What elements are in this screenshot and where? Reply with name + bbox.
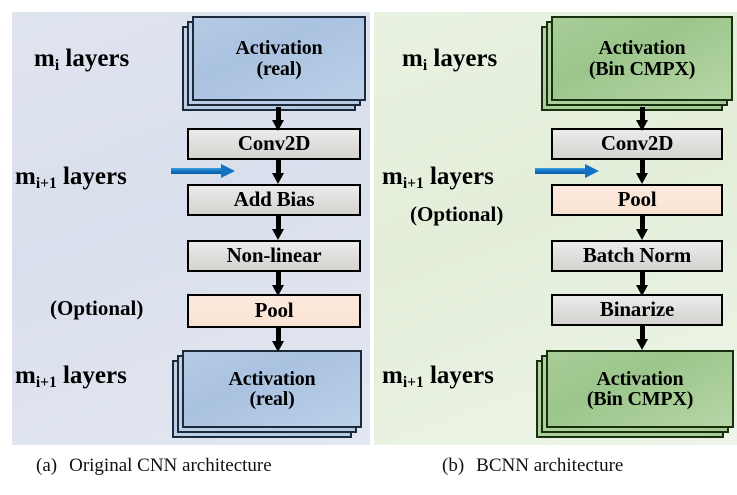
block-line2: (Bin CMPX) bbox=[588, 57, 696, 80]
arrow-nonlinear-to-pool-a bbox=[272, 272, 285, 296]
label-mi1-prefix: m bbox=[15, 163, 36, 190]
label-mi1-sub: i+1 bbox=[35, 175, 57, 193]
arrow-addbias-to-nonlinear-a bbox=[272, 216, 285, 240]
arrow-binarize-to-activation-b bbox=[636, 326, 649, 350]
label-mi-sub: i bbox=[54, 57, 60, 75]
block-label: Conv2D bbox=[237, 131, 311, 156]
block-line2: (real) bbox=[249, 388, 295, 410]
block-line2: (real) bbox=[256, 57, 302, 80]
block-label: Non-linear bbox=[226, 243, 322, 268]
block-non-linear-a[interactable]: Non-linear bbox=[187, 240, 361, 272]
label-mi1-prefix: m bbox=[382, 362, 403, 389]
arrow-pool-to-activation-a bbox=[272, 328, 285, 352]
label-mi1-suffix: layers bbox=[56, 362, 127, 389]
panel-cnn-architecture: mi layers mi+1 layers (Optional) mi+1 la… bbox=[12, 12, 370, 445]
block-activation-bin-top-b[interactable]: Activation (Bin CMPX) bbox=[551, 16, 733, 101]
caption-text: Original CNN architecture bbox=[69, 455, 272, 476]
block-activation-real-top-a[interactable]: Activation (real) bbox=[192, 16, 366, 101]
block-line1: Activation bbox=[598, 37, 686, 60]
arrow-activation-to-conv2d-b bbox=[636, 107, 649, 131]
label-mi1-layers-bottom-a: mi+1 layers bbox=[15, 362, 127, 392]
block-line1: Activation bbox=[596, 367, 684, 390]
label-mi1-suffix: layers bbox=[423, 362, 494, 389]
block-label: Pool bbox=[617, 187, 657, 212]
block-conv2d-b[interactable]: Conv2D bbox=[551, 128, 723, 160]
block-conv2d-a[interactable]: Conv2D bbox=[187, 128, 361, 160]
block-label: Conv2D bbox=[600, 131, 674, 156]
label-mi1-sub: i+1 bbox=[402, 175, 424, 193]
label-mi-layers-top-b: mi layers bbox=[402, 45, 498, 75]
arrow-mi1-pointer-b bbox=[535, 164, 600, 178]
caption-panel-a: (a) Original CNN architecture bbox=[36, 455, 272, 477]
block-activation-bin-bottom-b[interactable]: Activation (Bin CMPX) bbox=[546, 350, 734, 428]
block-add-bias-a[interactable]: Add Bias bbox=[187, 184, 361, 216]
block-label: Binarize bbox=[599, 297, 675, 322]
arrow-pool-to-batchnorm-b bbox=[636, 216, 649, 240]
block-line1: Activation bbox=[235, 37, 323, 60]
label-mi1-layers-bottom-b: mi+1 layers bbox=[382, 362, 494, 392]
block-line2: (Bin CMPX) bbox=[586, 388, 694, 410]
label-mi1-suffix: layers bbox=[423, 163, 494, 190]
block-binarize-b[interactable]: Binarize bbox=[551, 294, 723, 326]
label-mi1-sub: i+1 bbox=[35, 374, 57, 392]
arrow-conv2d-to-addbias-a bbox=[272, 160, 285, 184]
label-mi-prefix: m bbox=[402, 45, 423, 72]
block-label: Add Bias bbox=[233, 187, 315, 212]
block-pool-a[interactable]: Pool bbox=[187, 294, 361, 328]
label-mi-prefix: m bbox=[34, 45, 55, 72]
block-label: Pool bbox=[254, 298, 294, 323]
label-mi1-prefix: m bbox=[382, 163, 403, 190]
label-mi1-prefix: m bbox=[15, 362, 36, 389]
arrow-conv2d-to-pool-b bbox=[636, 160, 649, 184]
label-mi-suffix: layers bbox=[59, 45, 130, 72]
caption-panel-b: (b) BCNN architecture bbox=[442, 455, 623, 477]
label-mi1-layers-mid-a: mi+1 layers bbox=[15, 163, 127, 193]
label-mi-layers-top-a: mi layers bbox=[34, 45, 130, 75]
block-pool-b[interactable]: Pool bbox=[551, 184, 723, 216]
block-label: Batch Norm bbox=[582, 243, 692, 268]
caption-text: BCNN architecture bbox=[476, 455, 624, 476]
arrow-batchnorm-to-binarize-b bbox=[636, 272, 649, 296]
label-mi1-sub: i+1 bbox=[402, 374, 424, 392]
label-mi1-layers-mid-b: mi+1 layers bbox=[382, 163, 494, 193]
label-mi1-suffix: layers bbox=[56, 163, 127, 190]
panel-bcnn-architecture: mi layers mi+1 layers (Optional) mi+1 la… bbox=[374, 12, 737, 445]
label-mi-sub: i bbox=[422, 57, 428, 75]
block-batch-norm-b[interactable]: Batch Norm bbox=[551, 240, 723, 272]
arrow-mi1-pointer-a bbox=[171, 164, 236, 178]
block-line1: Activation bbox=[228, 367, 316, 390]
label-mi-suffix: layers bbox=[427, 45, 498, 72]
caption-tag: (b) bbox=[442, 455, 465, 476]
arrow-activation-to-conv2d-a bbox=[272, 107, 285, 131]
block-activation-real-bottom-a[interactable]: Activation (real) bbox=[182, 350, 362, 428]
caption-tag: (a) bbox=[36, 455, 58, 476]
label-optional-a: (Optional) bbox=[50, 296, 144, 320]
label-optional-b: (Optional) bbox=[410, 202, 504, 226]
